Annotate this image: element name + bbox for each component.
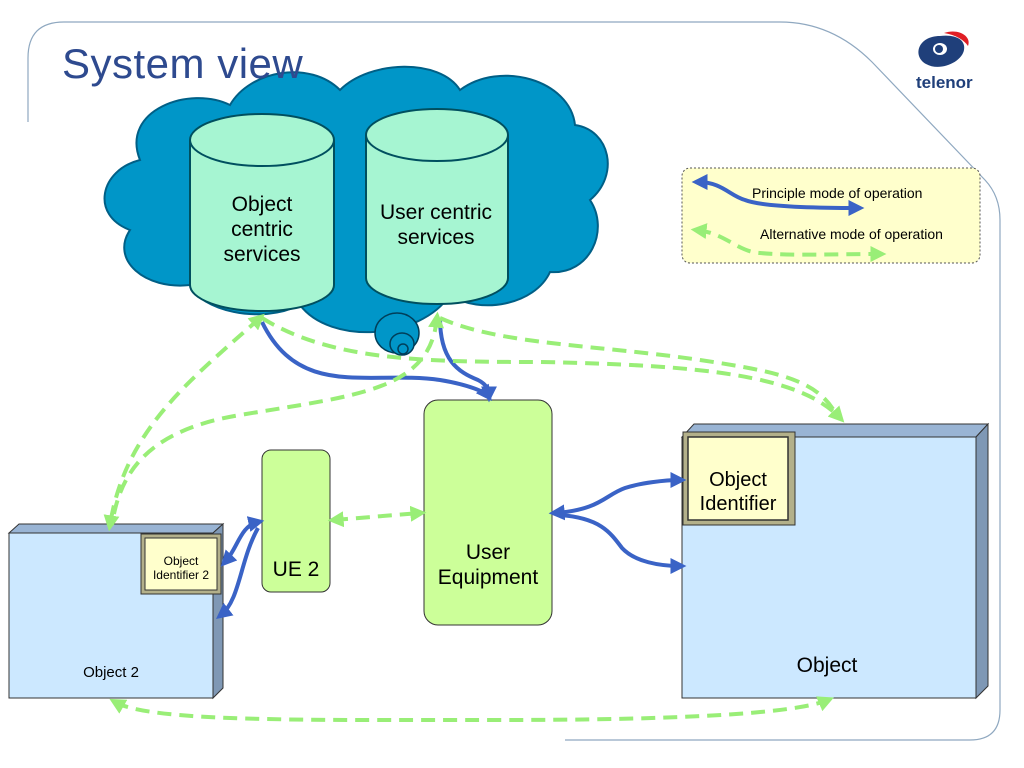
arrow-ue2-to-object2 [215,527,260,619]
alt-arrow-user-services-to-object2 [110,311,445,526]
user-equipment-box [423,399,553,626]
alt-arrow-object2-to-object [109,696,834,723]
arrow-ue-to-object-identifier [548,472,687,521]
cloud-tail-icon [374,312,420,356]
legend-principle-arrow [691,174,865,216]
user-centric-services-cylinder [365,108,509,305]
object2-label: Object 2 [83,664,139,681]
arrow-ue-to-object [559,513,687,574]
legend-box [681,167,981,264]
object-identifier-label: Object Identifier [699,469,777,515]
telenor-logo-icon [918,31,969,67]
logo-wordmark: telenor [916,73,973,92]
object-label: Object [796,654,858,677]
alt-arrow-object-services-to-object [260,316,845,423]
object-centric-services-label: Object centric services [223,193,301,267]
legend-principle-label: Principle mode of operation [752,185,923,201]
alt-arrow-ue2-to-ue [327,505,427,528]
object-centric-services-cylinder [189,113,335,312]
service-cloud [103,65,609,334]
alt-arrow-user-services-to-object [439,316,840,419]
alternative-arrows [103,311,845,723]
alt-arrow-object-services-to-object2 [103,313,265,532]
user-equipment-label: User Equipment [437,541,539,590]
object-identifier2-box [140,533,222,595]
object-identifier-box [682,431,796,526]
legend-alternative-label: Alternative mode of operation [760,226,943,242]
arrow-user-services-to-ue [438,317,497,403]
object-identifier2-label: Object Identifier 2 [152,554,210,583]
legend-alternative-arrow [690,223,887,263]
slide-frame [27,21,1001,741]
user-centric-services-label: User centric services [379,201,493,250]
ue2-label: UE 2 [272,558,320,581]
page-title: System view [62,40,304,87]
